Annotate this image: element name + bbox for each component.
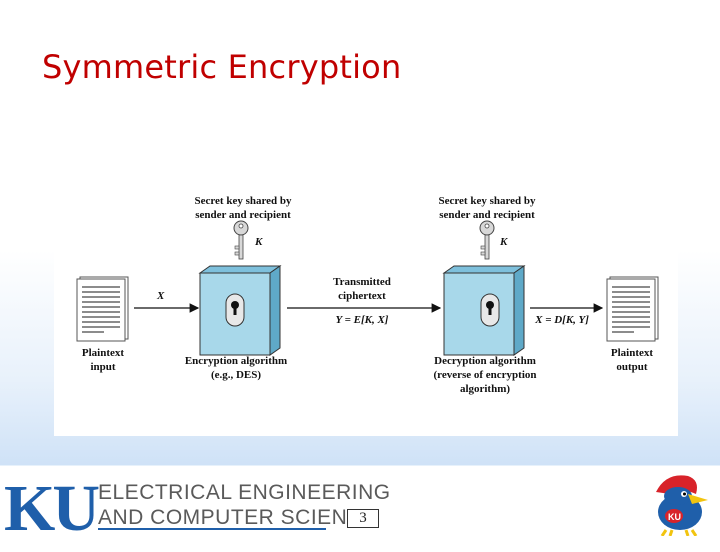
department-line1: ELECTRICAL ENGINEERING <box>98 481 391 504</box>
plaintext-input-document-icon <box>76 276 129 342</box>
left-key-icon <box>233 220 249 260</box>
encryption-lock-icon <box>225 293 245 327</box>
left-key-caption: Secret key shared by sender and recipien… <box>185 194 301 222</box>
svg-text:KU: KU <box>668 512 681 522</box>
plaintext-output-document-icon <box>606 276 659 342</box>
plaintext-output-label-line1: Plaintext <box>610 347 654 359</box>
right-key-caption-line1: Secret key shared by <box>438 195 536 207</box>
plaintext-output-label: Plaintext output <box>597 346 667 374</box>
department-line2: AND COMPUTER SCIENCE <box>98 506 378 529</box>
slide-footer: KU ELECTRICAL ENGINEERING AND COMPUTER S… <box>0 466 720 545</box>
right-key-symbol: K <box>500 236 508 248</box>
ku-logo: KU <box>4 472 100 545</box>
input-symbol: X <box>157 290 165 302</box>
page-number: 3 <box>347 509 379 528</box>
right-key-caption: Secret key shared by sender and recipien… <box>429 194 545 222</box>
left-key-caption-line2: sender and recipient <box>195 209 291 221</box>
left-key-symbol: K <box>255 236 263 248</box>
plaintext-input-label-line1: Plaintext <box>81 347 125 359</box>
encryption-label-line2: (e.g., DES) <box>210 369 262 381</box>
decryption-label-line3: algorithm) <box>459 383 511 395</box>
decryption-box <box>442 265 526 356</box>
plaintext-input-label-line2: input <box>90 361 116 373</box>
left-key-caption-line1: Secret key shared by <box>194 195 292 207</box>
channel-formula: Y = E[K, X] <box>335 314 389 326</box>
right-key-caption-line2: sender and recipient <box>439 209 535 221</box>
channel-label-line1: Transmitted <box>333 276 391 288</box>
channel-label: Transmitted ciphertext <box>310 275 414 303</box>
decryption-label-line1: Decryption algorithm <box>434 355 536 367</box>
jayhawk-mascot-icon: KU <box>656 475 708 536</box>
output-formula: X = D[K, Y] <box>535 314 589 326</box>
decryption-lock-icon <box>480 293 500 327</box>
decryption-label: Decryption algorithm (reverse of encrypt… <box>418 354 552 396</box>
encryption-label-line1: Encryption algorithm <box>184 355 288 367</box>
slide-title: Symmetric Encryption <box>42 48 402 86</box>
department-underline <box>98 528 326 530</box>
channel-label-line2: ciphertext <box>338 290 386 302</box>
plaintext-output-label-line2: output <box>616 361 648 373</box>
encryption-label: Encryption algorithm (e.g., DES) <box>174 354 298 382</box>
symmetric-encryption-diagram: Secret key shared by sender and recipien… <box>54 180 678 436</box>
decryption-label-line2: (reverse of encryption <box>433 369 537 381</box>
plaintext-input-label: Plaintext input <box>68 346 138 374</box>
diagram-graphics <box>76 220 659 356</box>
right-key-icon <box>479 220 495 260</box>
department-name: ELECTRICAL ENGINEERING AND COMPUTER SCIE… <box>98 480 391 530</box>
